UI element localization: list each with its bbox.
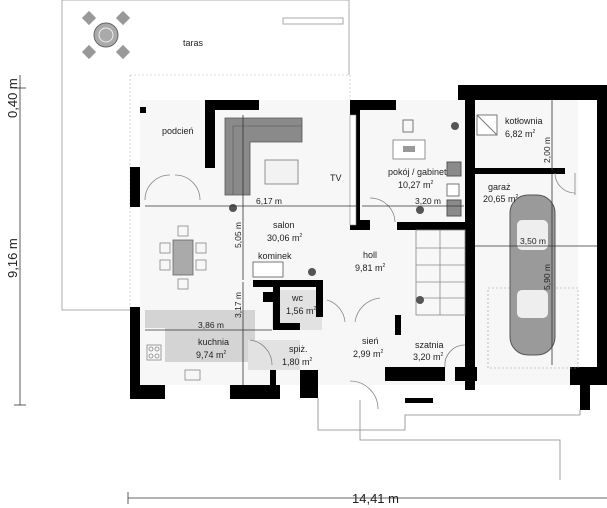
- label-szatnia: szatnia: [415, 340, 444, 350]
- dim-garage-width: 3,50 m: [520, 236, 546, 246]
- area-salon: 30,06 m2: [267, 233, 303, 243]
- dim-kotlownia-depth: 2,00 m: [542, 137, 552, 163]
- area-sien: 2,99 m2: [353, 349, 384, 359]
- dim-offset: 0,40 m: [5, 78, 20, 118]
- dimension-labels: 6,17 m 3,20 m 5,05 m 3,17 m 3,86 m 2,00 …: [5, 78, 552, 506]
- stairs: [415, 229, 466, 316]
- label-sien: sień: [362, 336, 379, 346]
- dim-kitchen-width: 3,86 m: [198, 320, 224, 330]
- room-labels: taras podcień TV pokój / gabinet 10,27 m…: [162, 38, 543, 367]
- label-kuchnia: kuchnia: [198, 337, 229, 347]
- area-pokoj: 10,27 m2: [398, 180, 434, 190]
- entrance-path: [317, 398, 581, 480]
- label-spiz: spiż.: [289, 344, 308, 354]
- sink-icon: [184, 369, 201, 381]
- area-holl: 9,81 m2: [355, 263, 386, 273]
- column: [140, 107, 146, 113]
- area-spiz: 1,80 m2: [282, 357, 313, 367]
- dim-salon-width: 6,17 m: [256, 196, 282, 206]
- label-wc: wc: [291, 293, 303, 303]
- fireplace-icon: [252, 261, 284, 278]
- terrace-bench: [282, 17, 344, 25]
- area-garaz: 20,65 m2: [483, 194, 519, 204]
- spiz-floor: [248, 340, 300, 370]
- dimension-lines: [14, 75, 607, 504]
- car-icon: [487, 194, 579, 369]
- dining-table-icon: [159, 225, 207, 290]
- area-kotlownia: 6,82 m2: [505, 129, 536, 139]
- label-kotlownia: kotłownia: [505, 116, 543, 126]
- dim-garage-depth: 5,90 m: [542, 264, 552, 290]
- dim-kitchen-depth: 3,17 m: [233, 292, 243, 318]
- area-wc: 1,56 m2: [286, 306, 317, 316]
- area-kuchnia: 9,74 m2: [196, 350, 227, 360]
- label-pokoj: pokój / gabinet: [388, 167, 447, 177]
- dim-salon-depth: 5,05 m: [233, 222, 243, 248]
- label-garaz: garaż: [488, 182, 511, 192]
- kitchen-island: [165, 328, 255, 362]
- coffee-table: [264, 159, 299, 185]
- label-kominek: kominek: [258, 251, 292, 261]
- sofa-icon: [224, 117, 303, 196]
- doors: [144, 172, 576, 410]
- label-taras: taras: [183, 38, 204, 48]
- dim-total-depth: 9,16 m: [5, 238, 20, 278]
- plant-icons: [229, 122, 459, 304]
- desk-icon: [392, 119, 462, 217]
- label-salon: salon: [273, 220, 295, 230]
- dim-pokoj-width: 3,20 m: [415, 196, 441, 206]
- dim-total-width: 14,41 m: [352, 491, 399, 506]
- stove-icon: [146, 344, 162, 361]
- kitchen-counter: [145, 310, 255, 328]
- label-holl: holl: [363, 250, 377, 260]
- area-szatnia: 3,20 m2: [413, 352, 444, 362]
- label-tv: TV: [330, 173, 342, 183]
- label-podcien: podcień: [162, 126, 194, 136]
- tv-cabinet: [349, 114, 357, 226]
